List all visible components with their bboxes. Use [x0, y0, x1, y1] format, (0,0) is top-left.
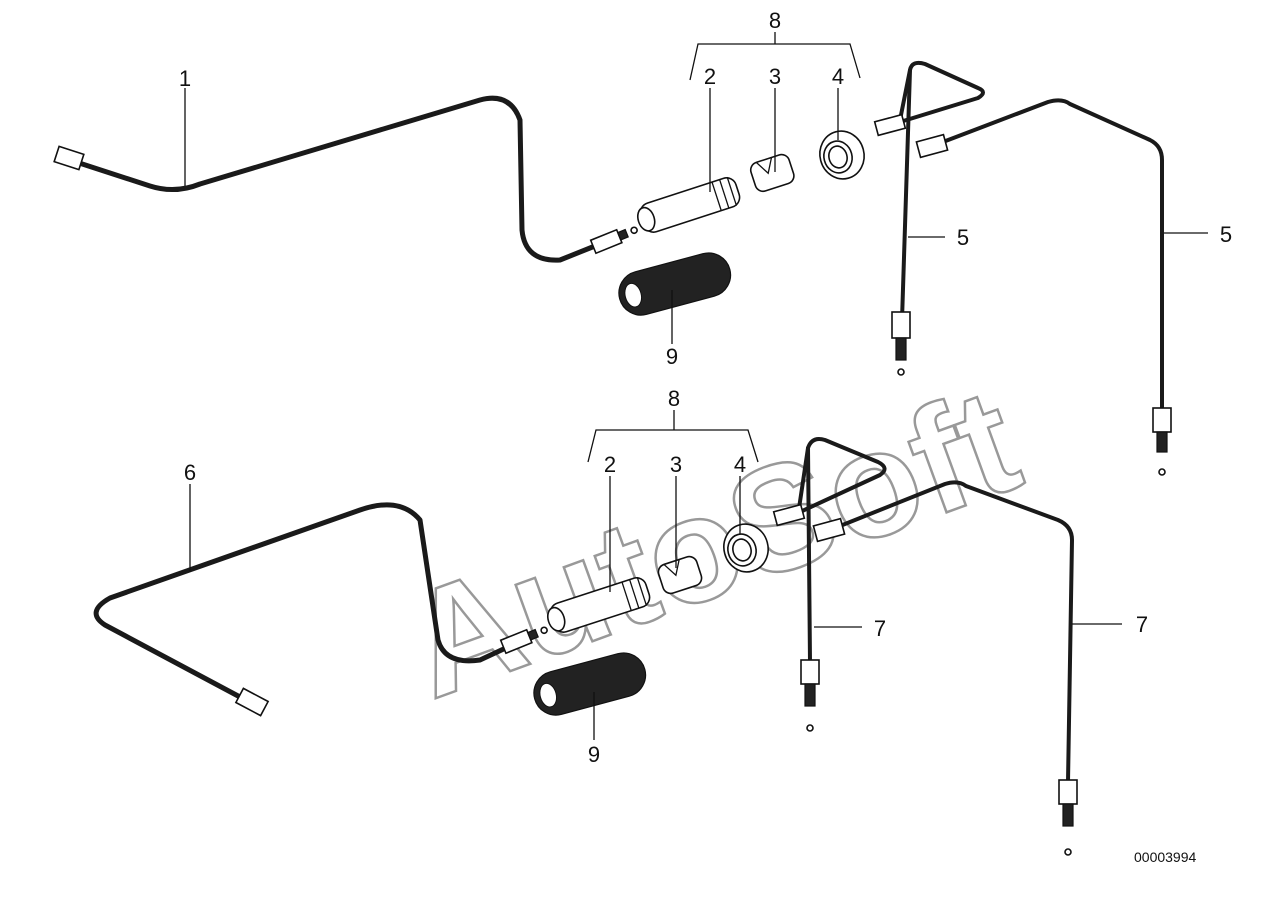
clamp-3-bot: [657, 555, 703, 595]
terminal-sleeve-2-bot: [546, 576, 651, 633]
cable-6: [93, 502, 548, 717]
watermark-text: AutoSoft: [386, 355, 1038, 729]
boot-9-bot: [533, 652, 647, 716]
callout-8-bot: 8: [668, 386, 680, 411]
callout-labels: 1 8 2 3 4 9 5 5 6 8 2 3 4 9 7 7: [179, 8, 1232, 767]
nut-4-bot: [723, 523, 769, 573]
terminal-sleeve-2-top: [636, 176, 741, 233]
cable-7-right: [812, 480, 1078, 856]
clamp-3-top: [749, 153, 795, 193]
nut-4-top: [819, 130, 865, 180]
callout-2-top: 2: [704, 64, 716, 89]
callout-5-left: 5: [957, 225, 969, 250]
callout-7-left: 7: [874, 616, 886, 641]
callout-3-bot: 3: [670, 452, 682, 477]
callout-1: 1: [179, 66, 191, 91]
leader-lines: [184, 32, 1208, 740]
callout-7-right: 7: [1136, 612, 1148, 637]
callout-2-bot: 2: [604, 452, 616, 477]
cable-5-right: [915, 98, 1172, 476]
callout-3-top: 3: [769, 64, 781, 89]
callout-4-top: 4: [832, 64, 844, 89]
callout-9-top: 9: [666, 344, 678, 369]
cable-7-left: [772, 437, 887, 732]
drawing-number: 00003994: [1134, 849, 1197, 865]
callout-5-right: 5: [1220, 222, 1232, 247]
cable-1: [53, 95, 638, 263]
callout-8-top: 8: [769, 8, 781, 33]
callout-9-bot: 9: [588, 742, 600, 767]
boot-9-top: [618, 252, 732, 316]
cable-5-left: [873, 60, 985, 376]
callout-6: 6: [184, 460, 196, 485]
callout-4-bot: 4: [734, 452, 746, 477]
